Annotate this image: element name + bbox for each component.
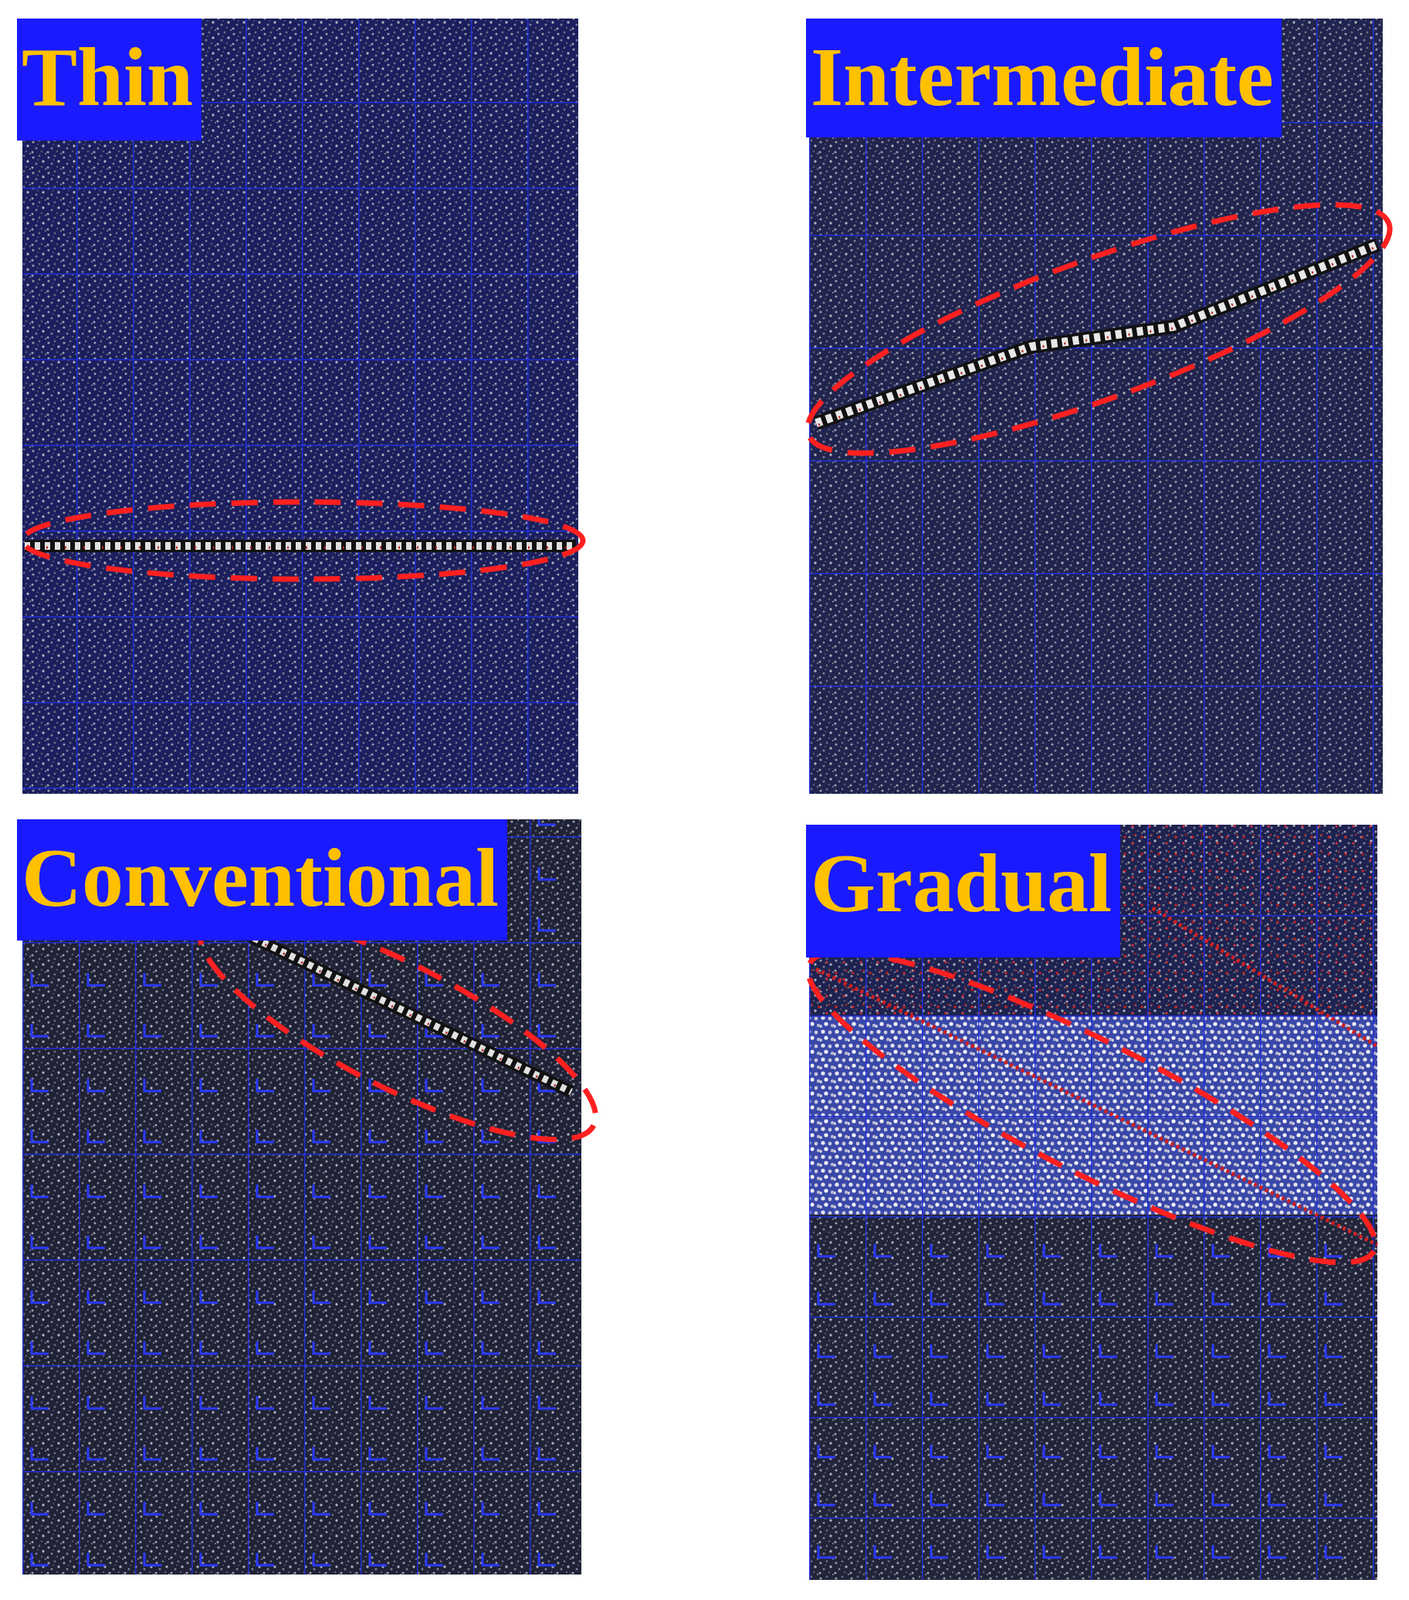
panel-label: Intermediate xyxy=(806,18,1282,138)
label-text: Gradual xyxy=(810,829,1115,938)
label-text: Conventional xyxy=(21,823,502,932)
label-text: Intermediate xyxy=(810,23,1276,132)
panel-label: Conventional xyxy=(16,819,508,941)
panel-label: Thin xyxy=(16,18,202,141)
panel-label: Gradual xyxy=(806,824,1121,958)
label-text: Thin xyxy=(21,23,196,132)
